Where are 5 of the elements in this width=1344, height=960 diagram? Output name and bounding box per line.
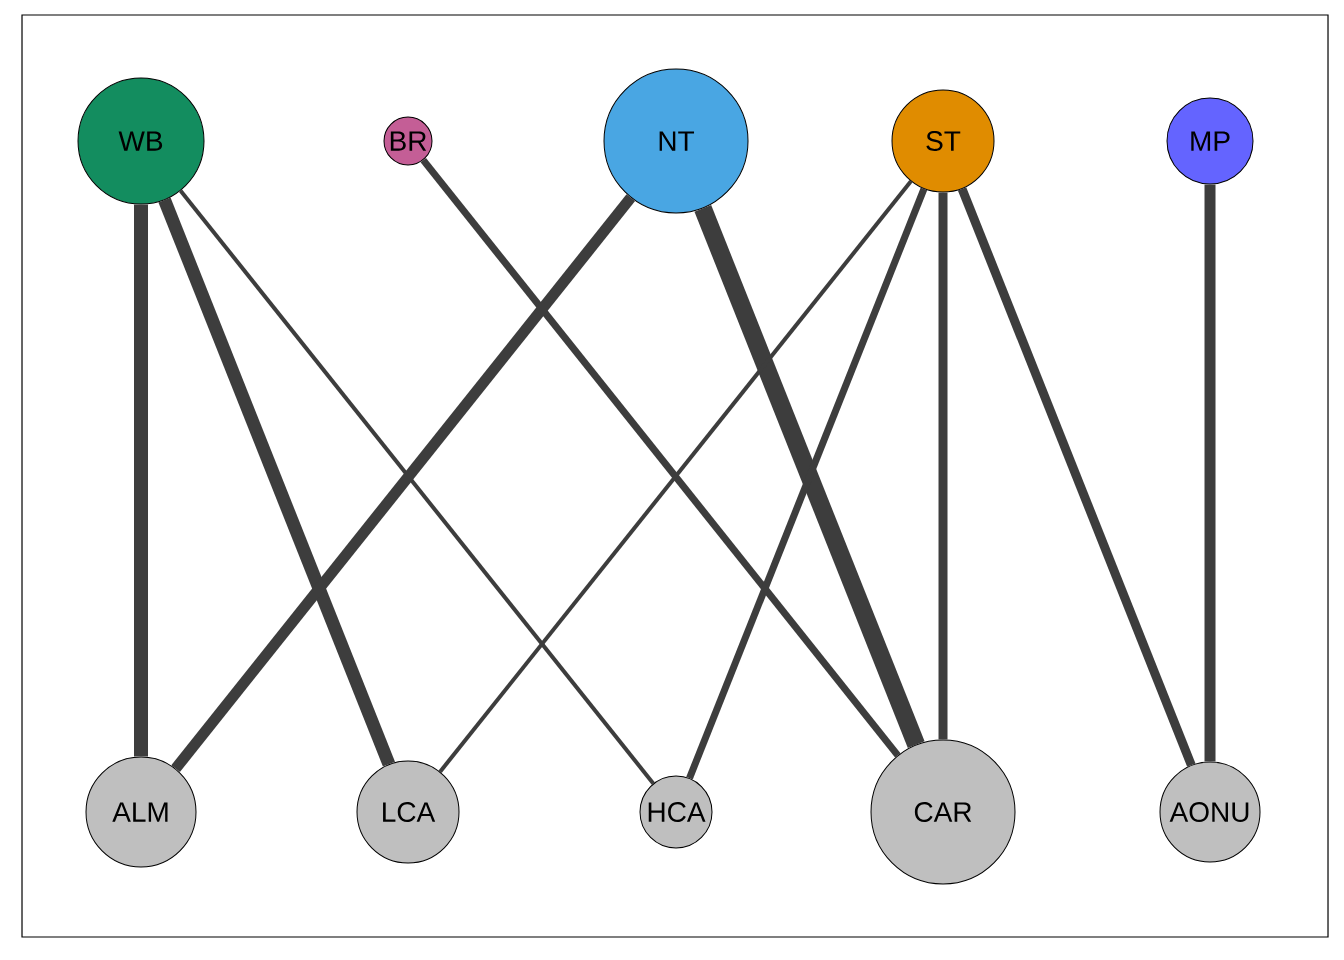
edge-line	[938, 192, 948, 740]
edge-line	[1204, 184, 1216, 762]
edge-line	[134, 204, 148, 757]
edge-line	[957, 187, 1196, 767]
edge-line	[158, 197, 395, 767]
